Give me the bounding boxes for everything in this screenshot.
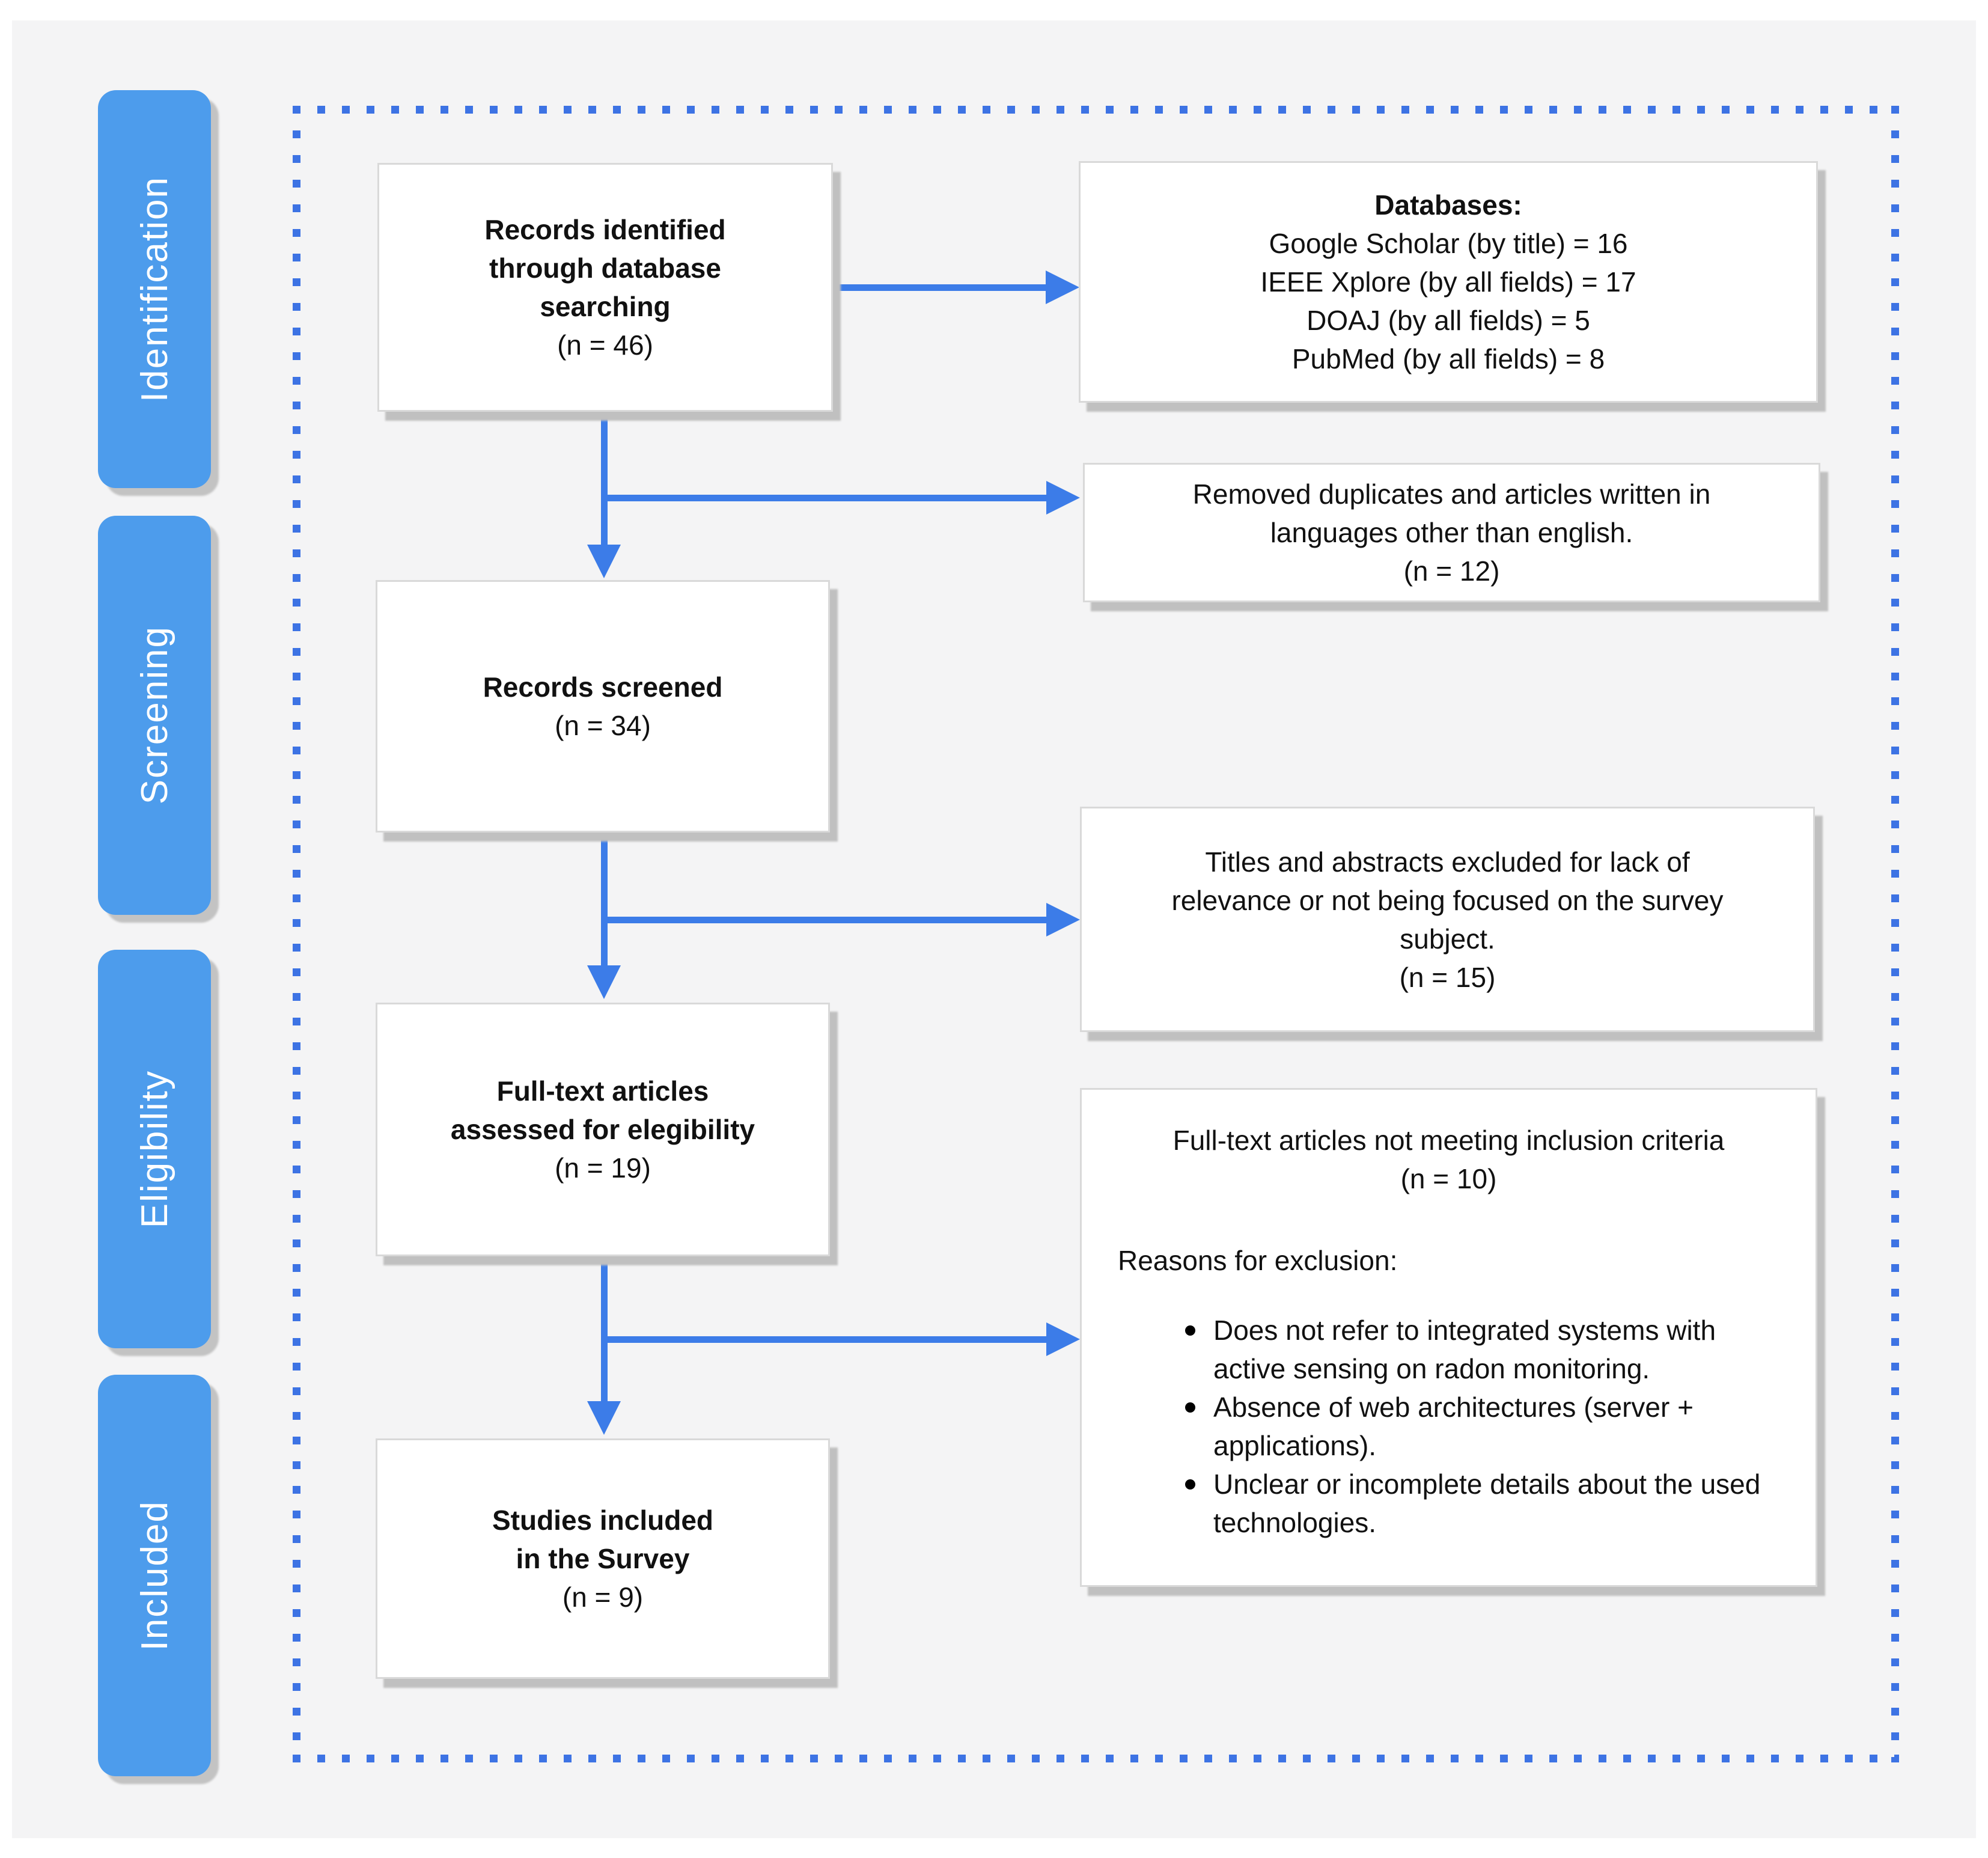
fulltext-assessed-count: (n = 19): [555, 1152, 651, 1184]
arrow-right-icon: [1046, 903, 1080, 937]
arrow-right-icon: [1046, 1322, 1080, 1356]
studies-included-title: Studies included in the Survey: [492, 1505, 714, 1574]
databases-line: Google Scholar (by title) = 16: [1269, 228, 1628, 259]
box-records-identified: Records identified through database sear…: [377, 163, 833, 412]
exclusion-reasons-list: Does not refer to integrated systems wit…: [1118, 1311, 1779, 1542]
dashed-border-right: [1891, 106, 1899, 1762]
arrow-down-icon: [587, 965, 621, 999]
databases-line: DOAJ (by all fields) = 5: [1307, 305, 1590, 336]
records-screened-title: Records screened: [483, 671, 723, 703]
databases-line: IEEE Xplore (by all fields) = 17: [1260, 266, 1636, 298]
box-studies-included: Studies included in the Survey (n = 9): [376, 1438, 830, 1679]
bullet-icon: [1185, 1479, 1195, 1490]
arrow-down-icon: [587, 1401, 621, 1435]
studies-included-count: (n = 9): [562, 1581, 644, 1613]
fulltext-excluded-count: (n = 10): [1400, 1163, 1497, 1194]
stage-tab-identification: Identification: [98, 90, 211, 488]
box-databases: Databases: Google Scholar (by title) = 1…: [1079, 161, 1818, 403]
box-titles-abstracts-excluded: Titles and abstracts excluded for lack o…: [1080, 807, 1815, 1032]
records-screened-count: (n = 34): [555, 710, 651, 741]
connector-identified-to-screened: [601, 412, 608, 547]
titles-abstracts-excluded-text: Titles and abstracts excluded for lack o…: [1171, 846, 1724, 955]
connector-screened-to-fulltext: [601, 833, 608, 968]
exclusion-reason: Absence of web architectures (server + a…: [1213, 1392, 1694, 1461]
dashed-border-top: [293, 106, 1899, 114]
databases-title: Databases:: [1374, 189, 1522, 221]
exclusion-reason: Does not refer to integrated systems wit…: [1213, 1315, 1716, 1384]
databases-line: PubMed (by all fields) = 8: [1291, 343, 1605, 374]
stage-label-included: Included: [133, 1500, 175, 1651]
box-fulltext-assessed: Full-text articles assessed for elegibil…: [376, 1003, 830, 1256]
connector-branch-to-titles-excluded: [604, 917, 1047, 923]
connector-branch-to-removed-duplicates: [604, 495, 1047, 501]
connector-fulltext-to-included: [601, 1256, 608, 1404]
connector-branch-to-fulltext-excluded: [604, 1336, 1047, 1343]
list-item: Unclear or incomplete details about the …: [1118, 1465, 1779, 1542]
removed-duplicates-text: Removed duplicates and articles written …: [1192, 478, 1711, 548]
list-item: Does not refer to integrated systems wit…: [1118, 1311, 1779, 1388]
removed-duplicates-count: (n = 12): [1403, 555, 1500, 587]
exclusion-reason: Unclear or incomplete details about the …: [1213, 1468, 1761, 1538]
titles-abstracts-excluded-count: (n = 15): [1399, 961, 1496, 993]
list-item: Absence of web architectures (server + a…: [1118, 1388, 1779, 1465]
box-records-screened: Records screened (n = 34): [376, 580, 830, 833]
fulltext-excluded-heading: Full-text articles not meeting inclusion…: [1172, 1125, 1725, 1156]
dashed-border-left: [293, 106, 300, 1762]
box-fulltext-excluded: Full-text articles not meeting inclusion…: [1080, 1088, 1817, 1587]
bullet-icon: [1185, 1325, 1195, 1336]
bullet-icon: [1185, 1402, 1195, 1413]
stage-tab-included: Included: [98, 1375, 211, 1776]
stage-label-eligibility: Eligibility: [133, 1069, 175, 1229]
reasons-for-exclusion-label: Reasons for exclusion:: [1118, 1245, 1398, 1276]
arrow-right-icon: [1046, 481, 1080, 515]
box-removed-duplicates: Removed duplicates and articles written …: [1083, 463, 1820, 602]
records-identified-count: (n = 46): [557, 329, 653, 361]
dashed-border-frame: [293, 106, 1899, 1762]
stage-tab-screening: Screening: [98, 516, 211, 915]
dashed-border-bottom: [293, 1755, 1899, 1762]
records-identified-title: Records identified through database sear…: [484, 214, 726, 322]
fulltext-assessed-title: Full-text articles assessed for elegibil…: [450, 1075, 755, 1145]
stage-label-screening: Screening: [133, 626, 175, 805]
stage-tab-eligibility: Eligibility: [98, 950, 211, 1348]
arrow-right-icon: [1046, 270, 1079, 304]
arrow-down-icon: [587, 545, 621, 578]
connector-identified-to-databases: [833, 284, 1047, 291]
stage-label-identification: Identification: [133, 176, 175, 403]
